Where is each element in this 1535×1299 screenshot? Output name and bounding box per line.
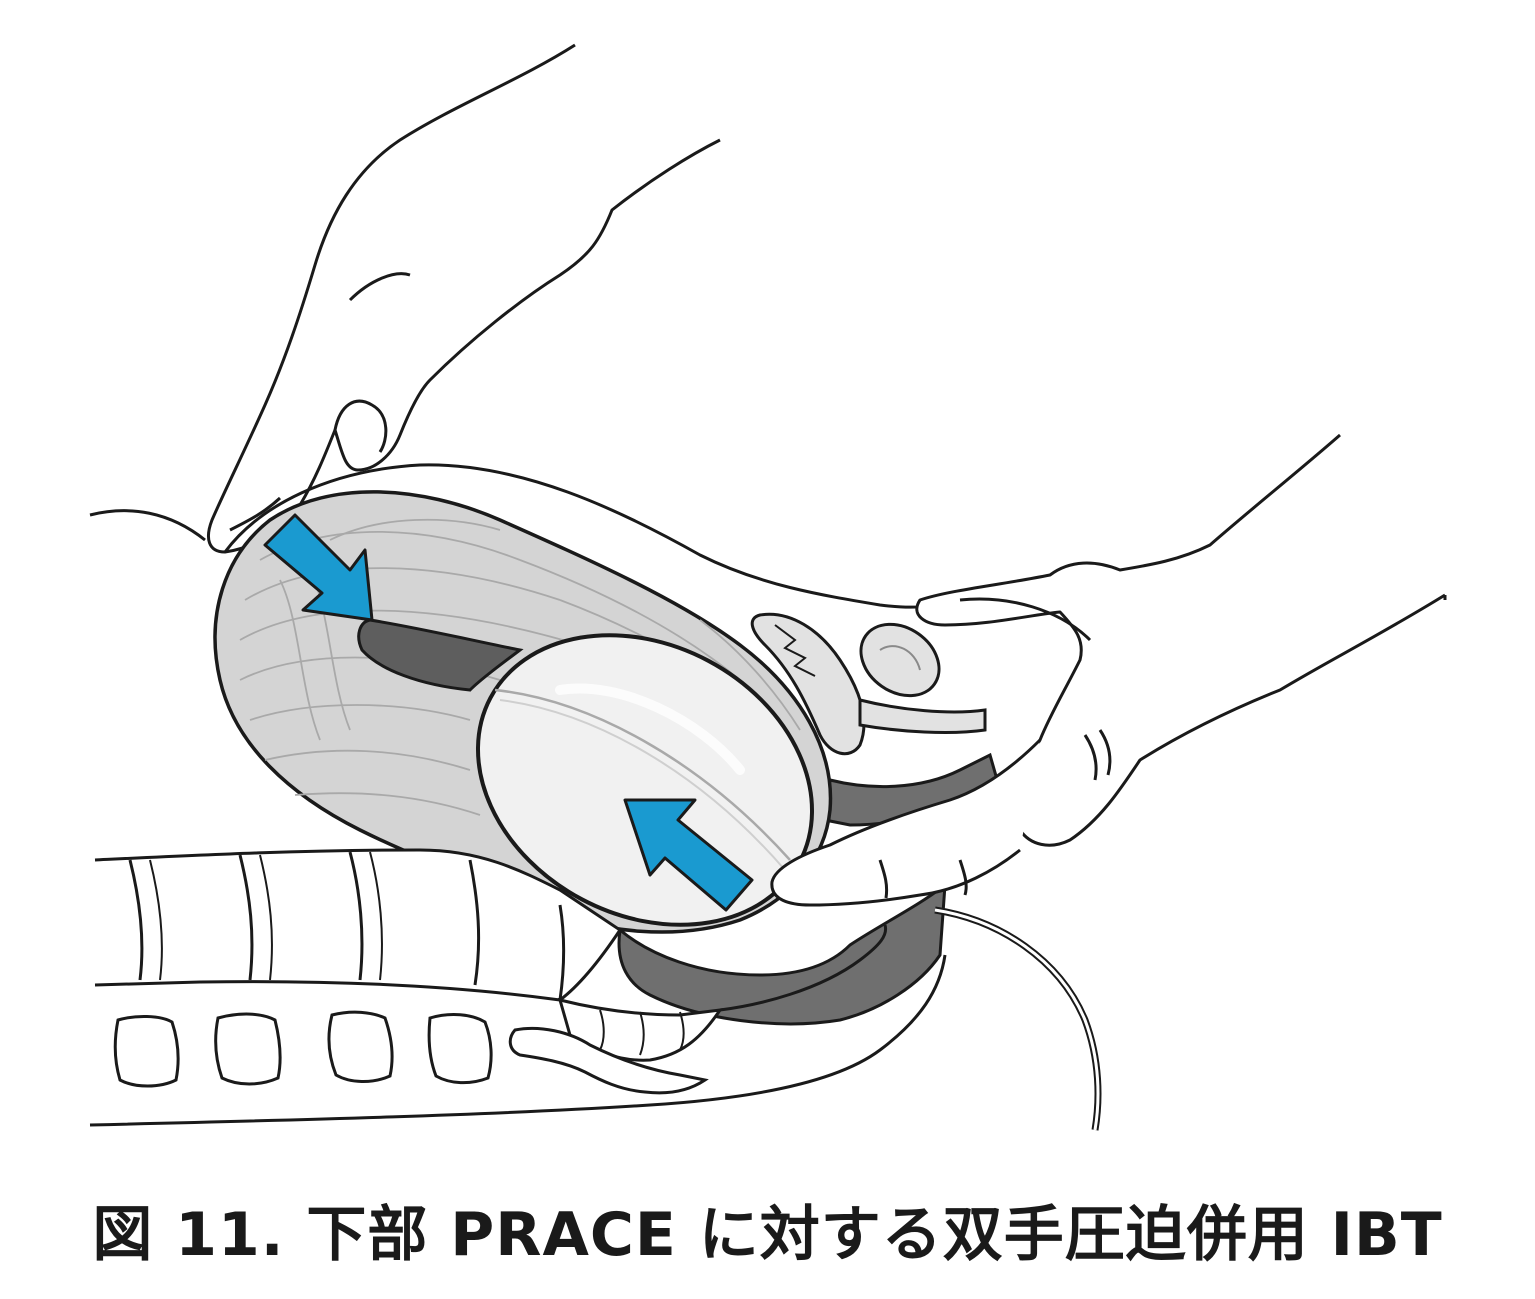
abdominal-wall-contour: [89, 509, 206, 542]
compression-arrow-icon: [623, 798, 754, 912]
vertebral-bodies: [113, 1010, 709, 1095]
bimanual-compression-illustration: [89, 43, 1447, 1131]
bladder-region: [750, 612, 987, 756]
uterine-cavity: [357, 618, 524, 692]
balloon-tube: [934, 906, 1102, 1131]
balloon-icon: [475, 633, 815, 927]
compression-arrow-icon: [263, 513, 374, 622]
posterior-contour: [89, 954, 947, 1127]
figure-caption: 図 11. 下部 PRACE に対する双手圧迫併用 IBT: [92, 1200, 1443, 1270]
posterior-dark-tissue: [617, 881, 947, 1026]
lower-hand: [770, 433, 1447, 907]
lower-compression-arrow: [623, 798, 754, 912]
lumbar-spine: [94, 848, 623, 1002]
upper-compression-arrow: [263, 513, 374, 622]
abdominal-skin-line: [223, 463, 931, 609]
upper-hand: [207, 43, 721, 554]
